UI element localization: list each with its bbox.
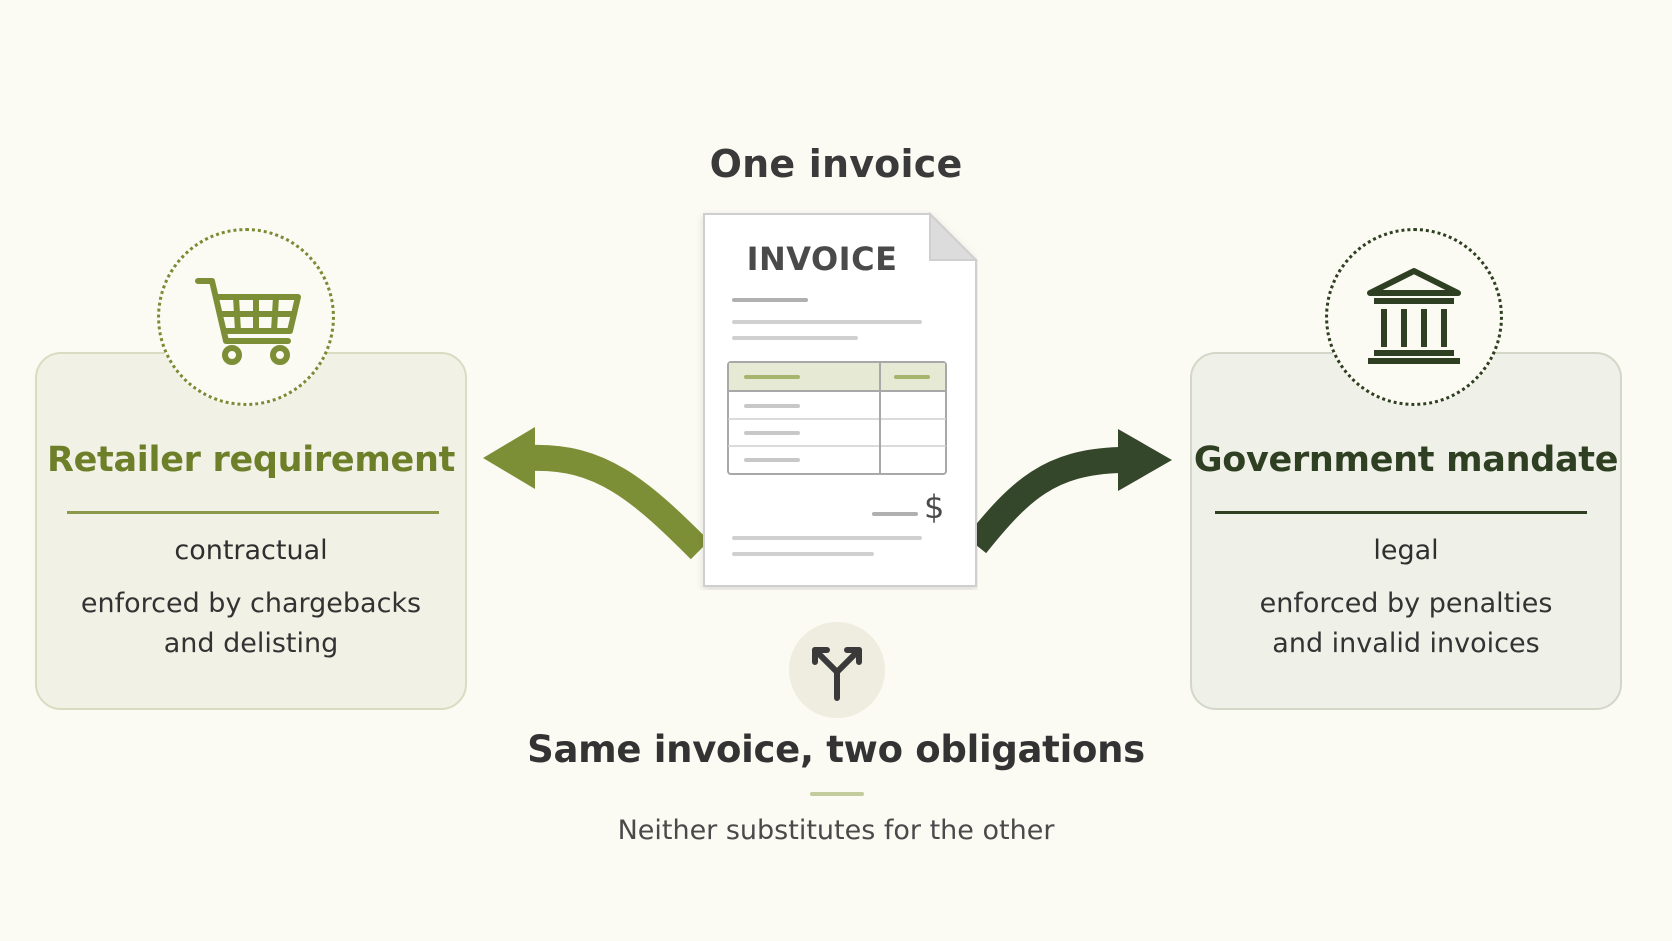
arrow-to-retailer (529, 444, 710, 560)
government-building-icon (1367, 268, 1461, 364)
government-description: enforced by penalties and invalid invoic… (1190, 584, 1622, 664)
footer-title: Same invoice, two obligations (527, 728, 1145, 771)
retailer-description-line2: and delisting (163, 628, 339, 659)
arrow-to-retailer-head (483, 427, 535, 489)
center-title: One invoice (709, 142, 963, 186)
arrow-to-government (965, 447, 1121, 554)
dollar-sign-icon: $ (924, 488, 945, 526)
fork-split-icon (812, 647, 862, 701)
government-icon-circle (1325, 228, 1503, 406)
shopping-cart-icon (195, 278, 301, 365)
arrow-to-government-head (1118, 429, 1172, 491)
invoice-document-graphic (703, 211, 979, 587)
government-subtitle: legal (1373, 535, 1439, 566)
government-card (1190, 352, 1622, 710)
retailer-icon-circle (157, 228, 335, 406)
retailer-description: enforced by chargebacks and delisting (35, 584, 467, 664)
retailer-subtitle: contractual (174, 535, 328, 566)
invoice-heading: INVOICE (746, 240, 898, 278)
retailer-description-line1: enforced by chargebacks (80, 588, 422, 619)
government-description-line2: and invalid invoices (1272, 628, 1540, 659)
fork-icon-circle (789, 622, 885, 718)
retailer-title: Retailer requirement (46, 440, 456, 480)
government-title: Government mandate (1193, 440, 1619, 480)
retailer-divider (67, 511, 439, 514)
footer-subtitle: Neither substitutes for the other (617, 815, 1055, 846)
footer-divider (810, 792, 864, 796)
government-description-line1: enforced by penalties (1259, 588, 1553, 619)
government-divider (1215, 511, 1587, 514)
invoice-document: INVOICE $ (696, 210, 979, 590)
